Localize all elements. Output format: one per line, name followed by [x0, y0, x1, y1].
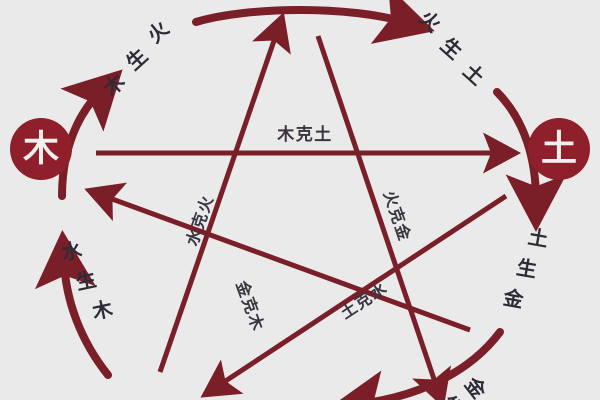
label-fire-generates-earth: 火 生 土 [415, 6, 490, 90]
label-wood-overcomes-earth: 木克土 [276, 124, 333, 145]
badge-circle [528, 118, 590, 180]
badge-circle [10, 118, 72, 180]
line-metal-overcomes-wood [84, 182, 471, 333]
arc-earth-generates-metal [493, 88, 567, 232]
element-badge-label: 土 [541, 129, 577, 170]
label-char: 金 [500, 285, 526, 312]
label-char: 木 [89, 296, 116, 324]
element-badge-wood[interactable]: 木 [10, 118, 72, 180]
label-char: 木 [98, 69, 130, 102]
label-char: 生 [121, 44, 152, 75]
label-char: 土 [526, 225, 550, 252]
label-wood-generates-fire: 木 生 火 [98, 16, 174, 102]
label-char: 生 [515, 255, 539, 282]
label-char: 金 [459, 372, 491, 400]
arc-fire-generates-earth [192, 0, 435, 44]
label-char: 火 [142, 16, 174, 48]
overcoming-cycle-lines [84, 12, 521, 400]
label-char: 火 [415, 6, 447, 38]
element-badge-earth[interactable]: 土 [528, 118, 590, 180]
line-fire-overcomes-metal [315, 35, 451, 400]
label-char: 水 [59, 237, 85, 265]
label-char: 土 [459, 59, 490, 90]
label-char: 生 [436, 391, 467, 400]
arc-water-generates-wood [34, 230, 112, 379]
label-water-generates-wood: 水 生 木 [59, 237, 116, 324]
label-char: 生 [74, 267, 99, 295]
label-metal-overcomes-wood: 金克木 [232, 277, 268, 334]
element-badge-label: 木 [23, 129, 59, 170]
label-char: 生 [436, 33, 467, 64]
label-earth-generates-metal: 土 生 金 [500, 225, 550, 313]
line-water-overcomes-fire [157, 12, 291, 373]
